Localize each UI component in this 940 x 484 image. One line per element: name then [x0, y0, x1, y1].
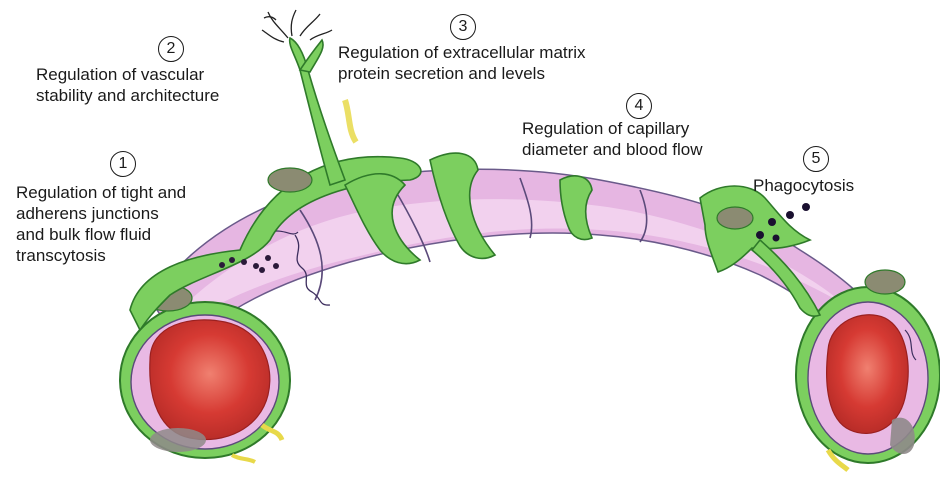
marker-4: 4 [626, 93, 652, 119]
annotation-3-line: Regulation of extracellular matrix [338, 42, 586, 63]
pericyte-nucleus [717, 207, 753, 229]
annotation-1-line: and bulk flow fluid [16, 224, 186, 245]
pericyte-nucleus [268, 168, 312, 192]
pericyte-nucleus [865, 270, 905, 294]
annotation-1-line: transcytosis [16, 245, 186, 266]
red-blood-cell [827, 315, 908, 434]
annotation-1-line: adherens junctions [16, 203, 186, 224]
annotation-5-label: Phagocytosis [753, 175, 854, 196]
annotation-4-line: diameter and blood flow [522, 139, 703, 160]
marker-1: 1 [110, 151, 136, 177]
annotation-4-line: Regulation of capillary [522, 118, 703, 139]
annotation-2-line: stability and architecture [36, 85, 219, 106]
red-blood-cell [150, 320, 270, 440]
annotation-2-label: Regulation of vascular stability and arc… [36, 64, 219, 106]
marker-3: 3 [450, 14, 476, 40]
marker-5: 5 [803, 146, 829, 172]
annotation-1-line: Regulation of tight and [16, 182, 186, 203]
annotation-2-line: Regulation of vascular [36, 64, 219, 85]
extracellular-matrix [345, 100, 356, 142]
basement-membrane [232, 455, 255, 462]
endothelial-nucleus [150, 428, 206, 452]
annotation-3-label: Regulation of extracellular matrix prote… [338, 42, 586, 84]
annotation-5-line: Phagocytosis [753, 175, 854, 196]
annotation-1-label: Regulation of tight and adherens junctio… [16, 182, 186, 266]
annotation-3-line: protein secretion and levels [338, 63, 586, 84]
fibrous-endings [262, 10, 332, 42]
marker-2: 2 [158, 36, 184, 62]
annotation-4-label: Regulation of capillary diameter and blo… [522, 118, 703, 160]
